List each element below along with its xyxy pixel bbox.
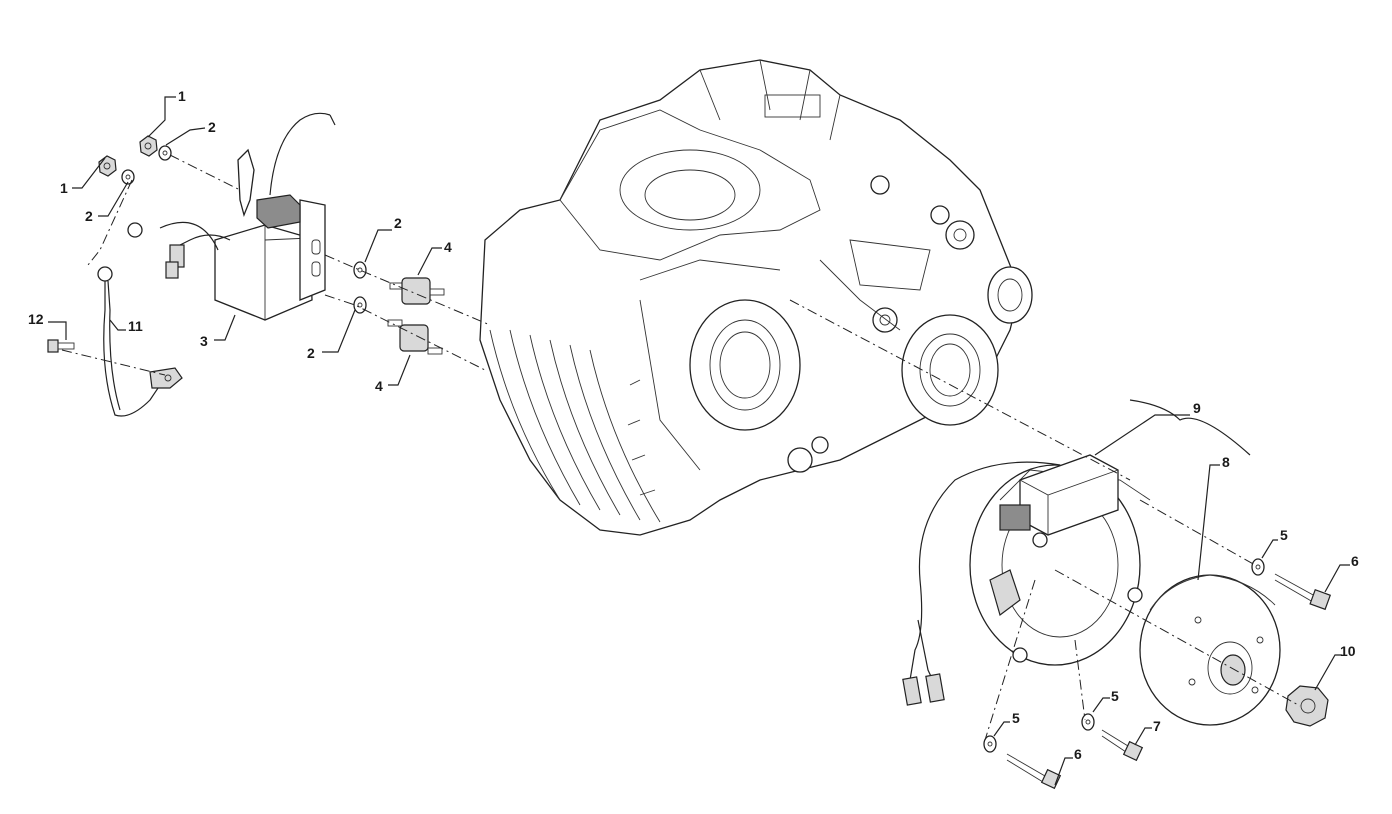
callout-labels: 1 1 2 2 2 2 3 4 4 5 5 5 6 6 7 8 9 10 11 … <box>28 88 1359 762</box>
nut-and-washer-set <box>98 135 172 185</box>
callout-2-upper-washer: 2 <box>394 215 402 231</box>
callout-3: 3 <box>200 333 208 349</box>
callout-12: 12 <box>28 311 44 327</box>
callout-leaders <box>48 96 1350 786</box>
stator-screws <box>983 558 1332 790</box>
ignition-coil <box>127 112 336 321</box>
callout-6-bottom: 6 <box>1074 746 1082 762</box>
callout-5-right: 5 <box>1280 527 1288 543</box>
callout-5-middle: 5 <box>1111 688 1119 704</box>
callout-2-left: 2 <box>85 208 93 224</box>
callout-5-bottom: 5 <box>1012 710 1020 726</box>
callout-4-lower: 4 <box>375 378 383 394</box>
callout-4-upper: 4 <box>444 239 452 255</box>
assembly-lines <box>61 154 1301 741</box>
callout-9: 9 <box>1193 400 1201 416</box>
washers-and-mounts <box>353 261 445 355</box>
callout-2-top: 2 <box>208 119 216 135</box>
stator-plate <box>902 454 1151 706</box>
flywheel <box>1139 574 1281 726</box>
callout-8: 8 <box>1222 454 1230 470</box>
callout-6-right: 6 <box>1351 553 1359 569</box>
screw <box>47 339 75 353</box>
callout-10: 10 <box>1340 643 1356 659</box>
callout-1-top: 1 <box>178 88 186 104</box>
crankcase <box>479 59 1033 536</box>
callout-2-lower-washer: 2 <box>307 345 315 361</box>
ground-wire <box>97 266 183 417</box>
callout-11: 11 <box>128 318 143 334</box>
flywheel-nut <box>1285 685 1329 727</box>
callout-1-left: 1 <box>60 180 68 196</box>
callout-7: 7 <box>1153 718 1161 734</box>
